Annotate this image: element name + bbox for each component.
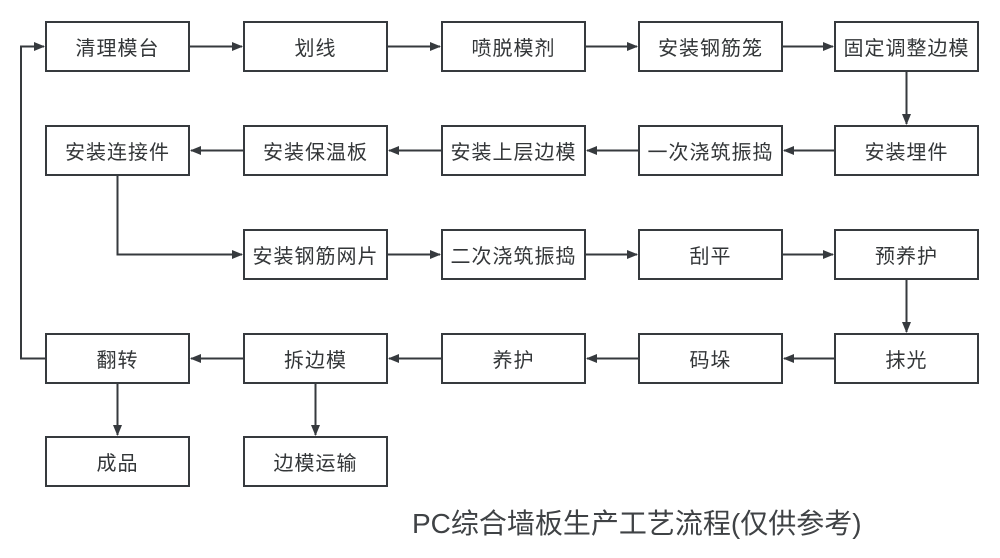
flow-node-first-pour-vibrate: 一次浇筑振捣: [638, 125, 783, 176]
flow-edge-flip-to-clean-platform: [20, 42, 45, 360]
flow-node-screeding: 刮平: [638, 229, 783, 280]
flow-node-install-upper-side-forms: 安装上层边模: [441, 125, 586, 176]
flow-node-pre-curing: 预养护: [834, 229, 979, 280]
flow-node-install-embedded-parts: 安装埋件: [834, 125, 979, 176]
diagram-title: PC综合墙板生产工艺流程(仅供参考): [412, 508, 862, 539]
flow-node-flip: 翻转: [45, 333, 190, 384]
flow-node-install-connectors: 安装连接件: [45, 125, 190, 176]
flow-node-clean-platform: 清理模台: [45, 21, 190, 72]
flow-node-spray-release-agent: 喷脱模剂: [441, 21, 586, 72]
flow-node-side-form-transport: 边模运输: [243, 436, 388, 487]
flow-node-remove-side-forms: 拆边模: [243, 333, 388, 384]
flow-node-finished-product: 成品: [45, 436, 190, 487]
flow-edge-install-connectors-to-install-rebar-mesh: [116, 176, 243, 259]
flow-node-install-rebar-mesh: 安装钢筋网片: [243, 229, 388, 280]
flow-node-second-pour-vibrate: 二次浇筑振捣: [441, 229, 586, 280]
flow-node-curing: 养护: [441, 333, 586, 384]
flow-node-marking: 划线: [243, 21, 388, 72]
flow-node-stacking: 码垛: [638, 333, 783, 384]
flow-node-install-insulation-board: 安装保温板: [243, 125, 388, 176]
flow-node-fix-adjust-side-forms: 固定调整边模: [834, 21, 979, 72]
flow-node-trowel-polish: 抹光: [834, 333, 979, 384]
flow-node-install-rebar-cage: 安装钢筋笼: [638, 21, 783, 72]
